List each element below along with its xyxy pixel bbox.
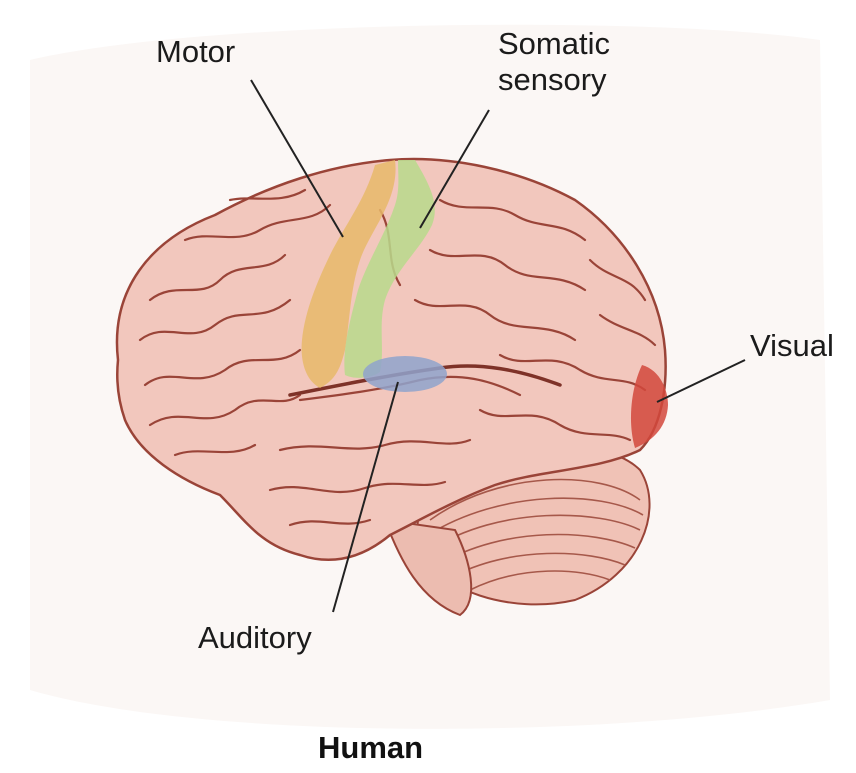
somatic-label-line1: Somatic — [498, 26, 610, 62]
motor-label: Motor — [156, 34, 235, 70]
visual-label: Visual — [750, 328, 834, 364]
somatic-sensory-label: Somatic sensory — [498, 26, 610, 98]
somatic-label-line2: sensory — [498, 62, 610, 98]
auditory-area — [363, 356, 447, 392]
auditory-label: Auditory — [198, 620, 312, 656]
figure-caption: Human — [318, 730, 423, 766]
